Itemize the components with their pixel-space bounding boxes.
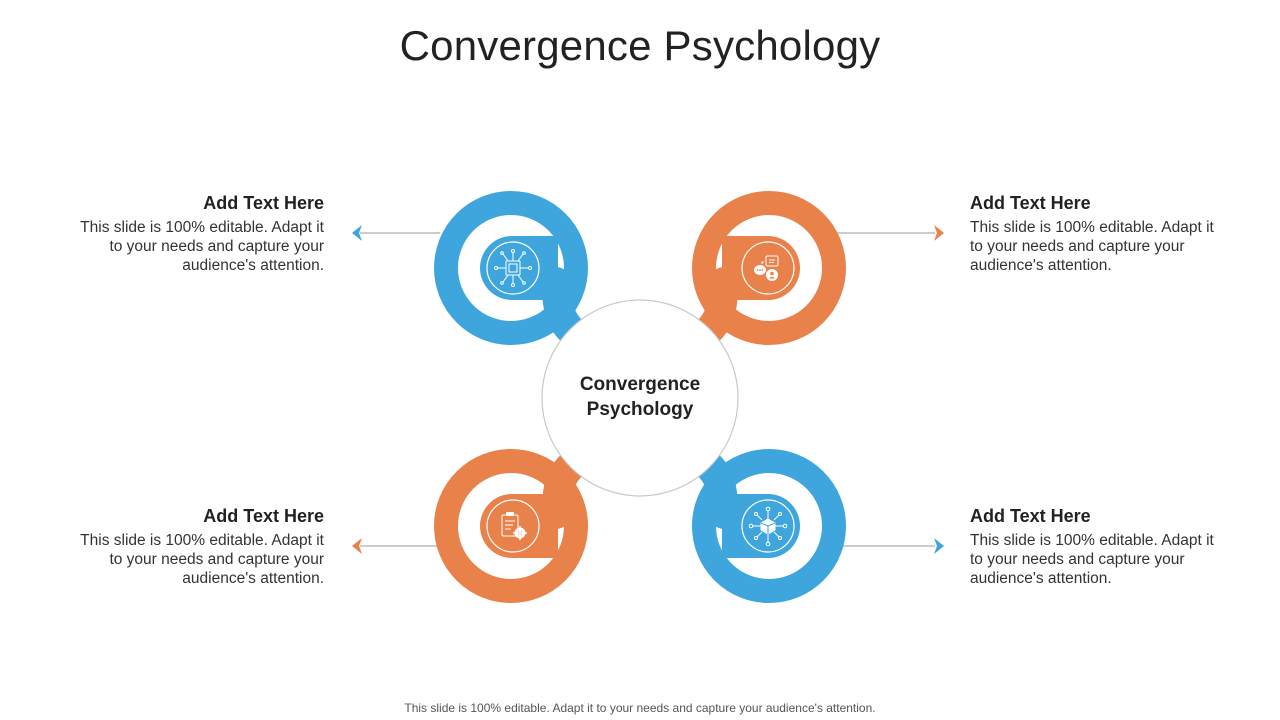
page-title: Convergence Psychology <box>399 22 881 69</box>
center-circle <box>541 299 739 497</box>
text-block-heading: Add Text Here <box>970 193 1091 213</box>
chat-user-icon <box>754 255 779 281</box>
text-block-heading: Add Text Here <box>203 193 324 213</box>
ring-top-right <box>692 191 846 347</box>
connector-bottom-left <box>352 538 440 554</box>
connector-top-left <box>352 225 440 241</box>
text-block-bottom-left: Add Text Here This slide is 100% editabl… <box>64 506 324 588</box>
text-block-top-right: Add Text Here This slide is 100% editabl… <box>970 193 1230 275</box>
text-block-body: This slide is 100% editable. Adapt it to… <box>970 219 1214 274</box>
footer-note: This slide is 100% editable. Adapt it to… <box>404 701 876 715</box>
text-block-heading: Add Text Here <box>203 506 324 526</box>
text-block-body: This slide is 100% editable. Adapt it to… <box>80 532 324 587</box>
connector-bottom-right <box>840 538 944 554</box>
clipboard-gear-icon <box>501 512 527 540</box>
text-block-heading: Add Text Here <box>970 506 1091 526</box>
text-block-bottom-right: Add Text Here This slide is 100% editabl… <box>970 506 1230 588</box>
text-block-body: This slide is 100% editable. Adapt it to… <box>970 532 1214 587</box>
network-cube-icon <box>748 506 788 547</box>
text-block-body: This slide is 100% editable. Adapt it to… <box>80 219 324 274</box>
ring-top-left <box>434 191 588 347</box>
text-block-top-left: Add Text Here This slide is 100% editabl… <box>64 193 324 275</box>
circuit-chip-icon <box>494 249 532 287</box>
center-label: Convergence Psychology <box>579 374 701 420</box>
connector-top-right <box>835 225 944 241</box>
ring-bottom-left <box>434 449 588 603</box>
